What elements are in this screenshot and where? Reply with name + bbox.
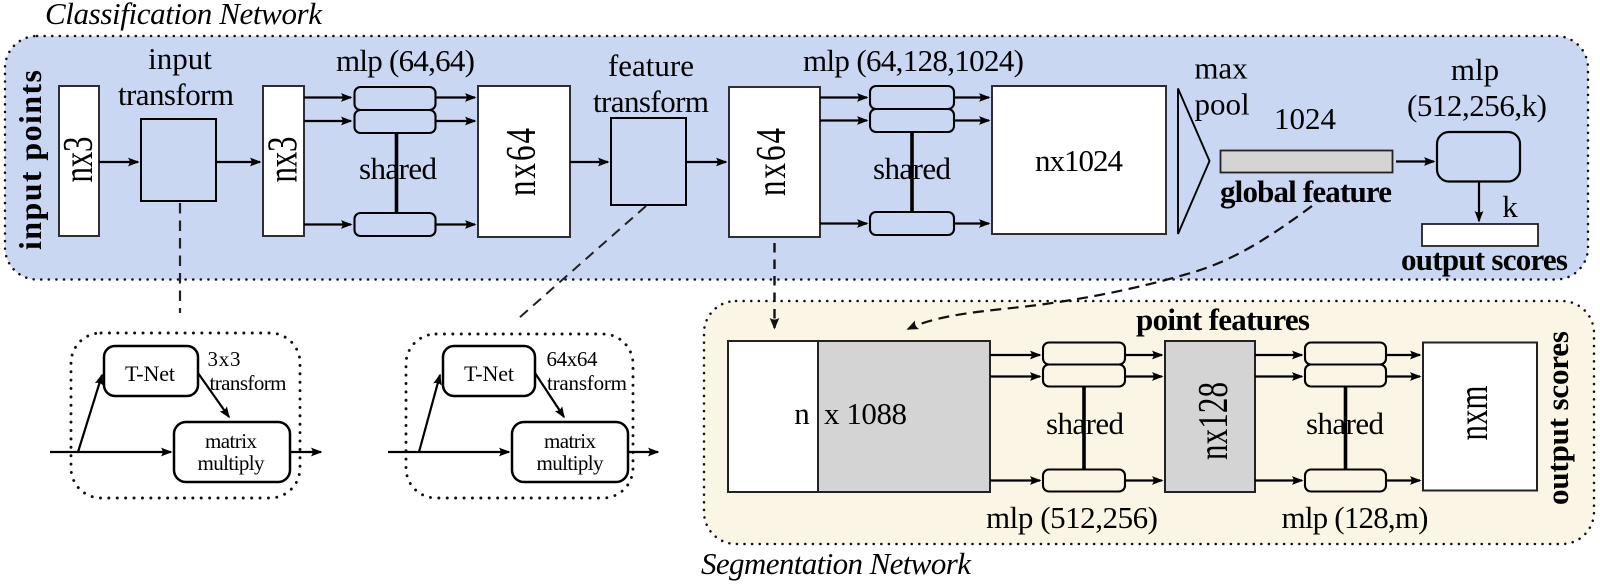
svg-text:3x3: 3x3 [208,347,241,371]
svg-text:shared: shared [873,151,952,186]
svg-text:mlp (128,m): mlp (128,m) [1282,500,1429,535]
svg-text:mlp (64,64): mlp (64,64) [336,43,475,78]
svg-text:64x64: 64x64 [547,347,599,371]
svg-text:k: k [1502,189,1518,224]
svg-text:transform: transform [118,77,234,112]
svg-text:nx1024: nx1024 [1035,143,1124,178]
svg-text:mlp (64,128,1024): mlp (64,128,1024) [803,43,1024,78]
svg-text:shared: shared [359,151,438,186]
svg-text:x 1088: x 1088 [824,396,907,431]
svg-text:transform: transform [593,84,709,119]
svg-text:shared: shared [1046,406,1125,441]
svg-text:input: input [148,41,212,76]
svg-text:T-Net: T-Net [464,361,514,386]
svg-text:output scores: output scores [1540,331,1575,505]
svg-text:transform: transform [210,371,287,395]
svg-text:shared: shared [1306,406,1385,441]
svg-text:mlp: mlp [1451,52,1499,87]
svg-text:nx3: nx3 [54,137,101,183]
svg-text:feature: feature [608,48,694,83]
svg-text:1024: 1024 [1274,101,1337,136]
svg-text:pool: pool [1194,87,1249,122]
svg-text:max: max [1194,51,1248,86]
svg-text:nx3: nx3 [259,137,306,183]
svg-text:matrix: matrix [544,429,597,453]
svg-text:multiply: multiply [198,451,266,475]
svg-text:n: n [794,396,810,431]
svg-text:mlp (512,256): mlp (512,256) [986,500,1158,535]
svg-text:output scores: output scores [1401,242,1568,277]
svg-text:matrix: matrix [205,429,258,453]
svg-text:transform: transform [547,371,627,395]
svg-text:multiply: multiply [537,451,605,475]
svg-text:Classification Network: Classification Network [45,0,323,31]
svg-text:Segmentation Network: Segmentation Network [701,546,972,581]
svg-text:nx128: nx128 [1189,382,1236,460]
svg-text:point features: point features [1136,302,1310,337]
svg-text:global feature: global feature [1220,174,1392,209]
svg-text:(512,256,k): (512,256,k) [1407,88,1547,123]
svg-text:nxm: nxm [1449,385,1496,440]
svg-text:T-Net: T-Net [125,361,175,386]
svg-text:input points: input points [12,70,48,250]
